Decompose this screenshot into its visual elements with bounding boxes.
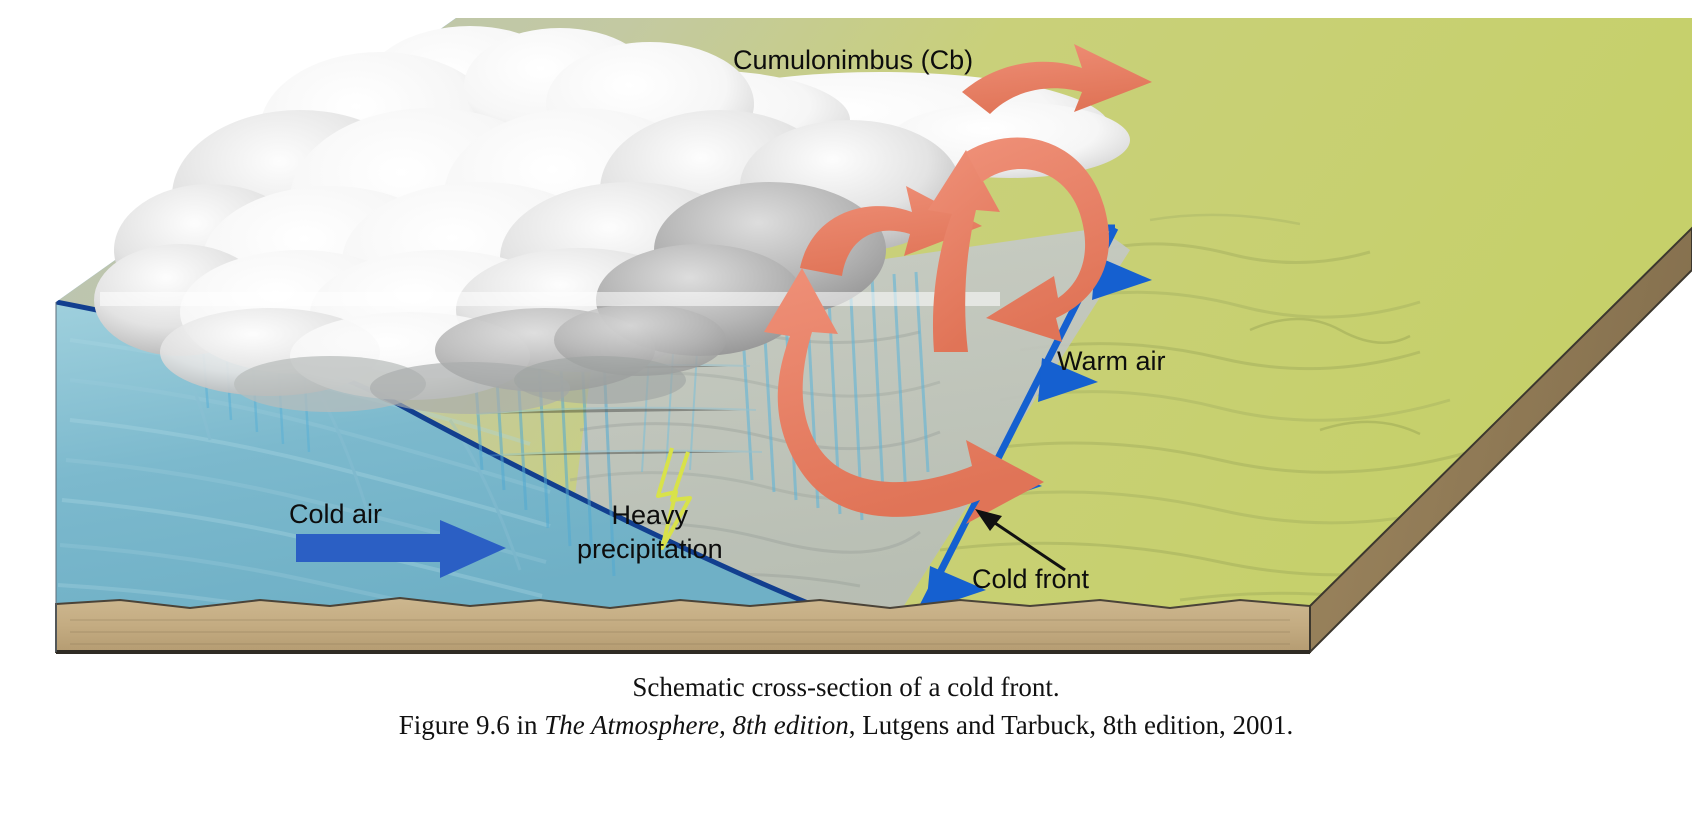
cold-front-diagram — [55, 18, 1692, 655]
cold-air-arrow — [296, 520, 506, 578]
soil-front-face — [55, 596, 1311, 653]
label-cold-front: Cold front — [972, 564, 1090, 594]
soil-texture — [70, 619, 1290, 645]
front-triangle — [926, 566, 986, 610]
lightning-icon — [656, 447, 692, 550]
caption-source: Figure 9.6 in The Atmosphere, 8th editio… — [0, 706, 1692, 744]
label-cumulonimbus: Cumulonimbus (Cb) — [733, 45, 974, 75]
warm-inflow-arrow — [764, 268, 1044, 524]
soil-slab — [55, 226, 1692, 655]
caption-source-italic: The Atmosphere, 8th edition — [544, 710, 849, 740]
label-heavy-precipitation-line1: Heavy — [611, 500, 689, 530]
updraft-arrow-upper — [928, 150, 1000, 352]
caption-source-suffix: , Lutgens and Tarbuck, 8th edition, 2001… — [848, 710, 1294, 740]
label-heavy-precipitation: Heavy precipitation — [577, 498, 723, 566]
label-heavy-precipitation-line2: precipitation — [577, 534, 723, 564]
diagram-canvas — [55, 18, 1692, 655]
subsidence-curl-arrow — [966, 137, 1110, 342]
cumulonimbus-cloud — [94, 26, 1130, 414]
front-triangle — [1092, 256, 1152, 300]
caption-title: Schematic cross-section of a cold front. — [632, 672, 1060, 702]
soil-right-face — [1309, 226, 1692, 655]
leader-arrowhead — [975, 509, 1002, 531]
cloud-tower — [94, 26, 960, 414]
front-triangle — [1038, 358, 1098, 402]
label-cold-air: Cold air — [289, 499, 383, 529]
circulation-arrows — [764, 44, 1152, 524]
anvil-outflow-arrow — [962, 44, 1152, 114]
cold-front-leader — [975, 509, 1066, 572]
label-warm-air: Warm air — [1057, 346, 1166, 376]
figure-caption: Schematic cross-section of a cold front.… — [0, 668, 1692, 744]
caption-source-prefix: Figure 9.6 in — [398, 710, 545, 740]
